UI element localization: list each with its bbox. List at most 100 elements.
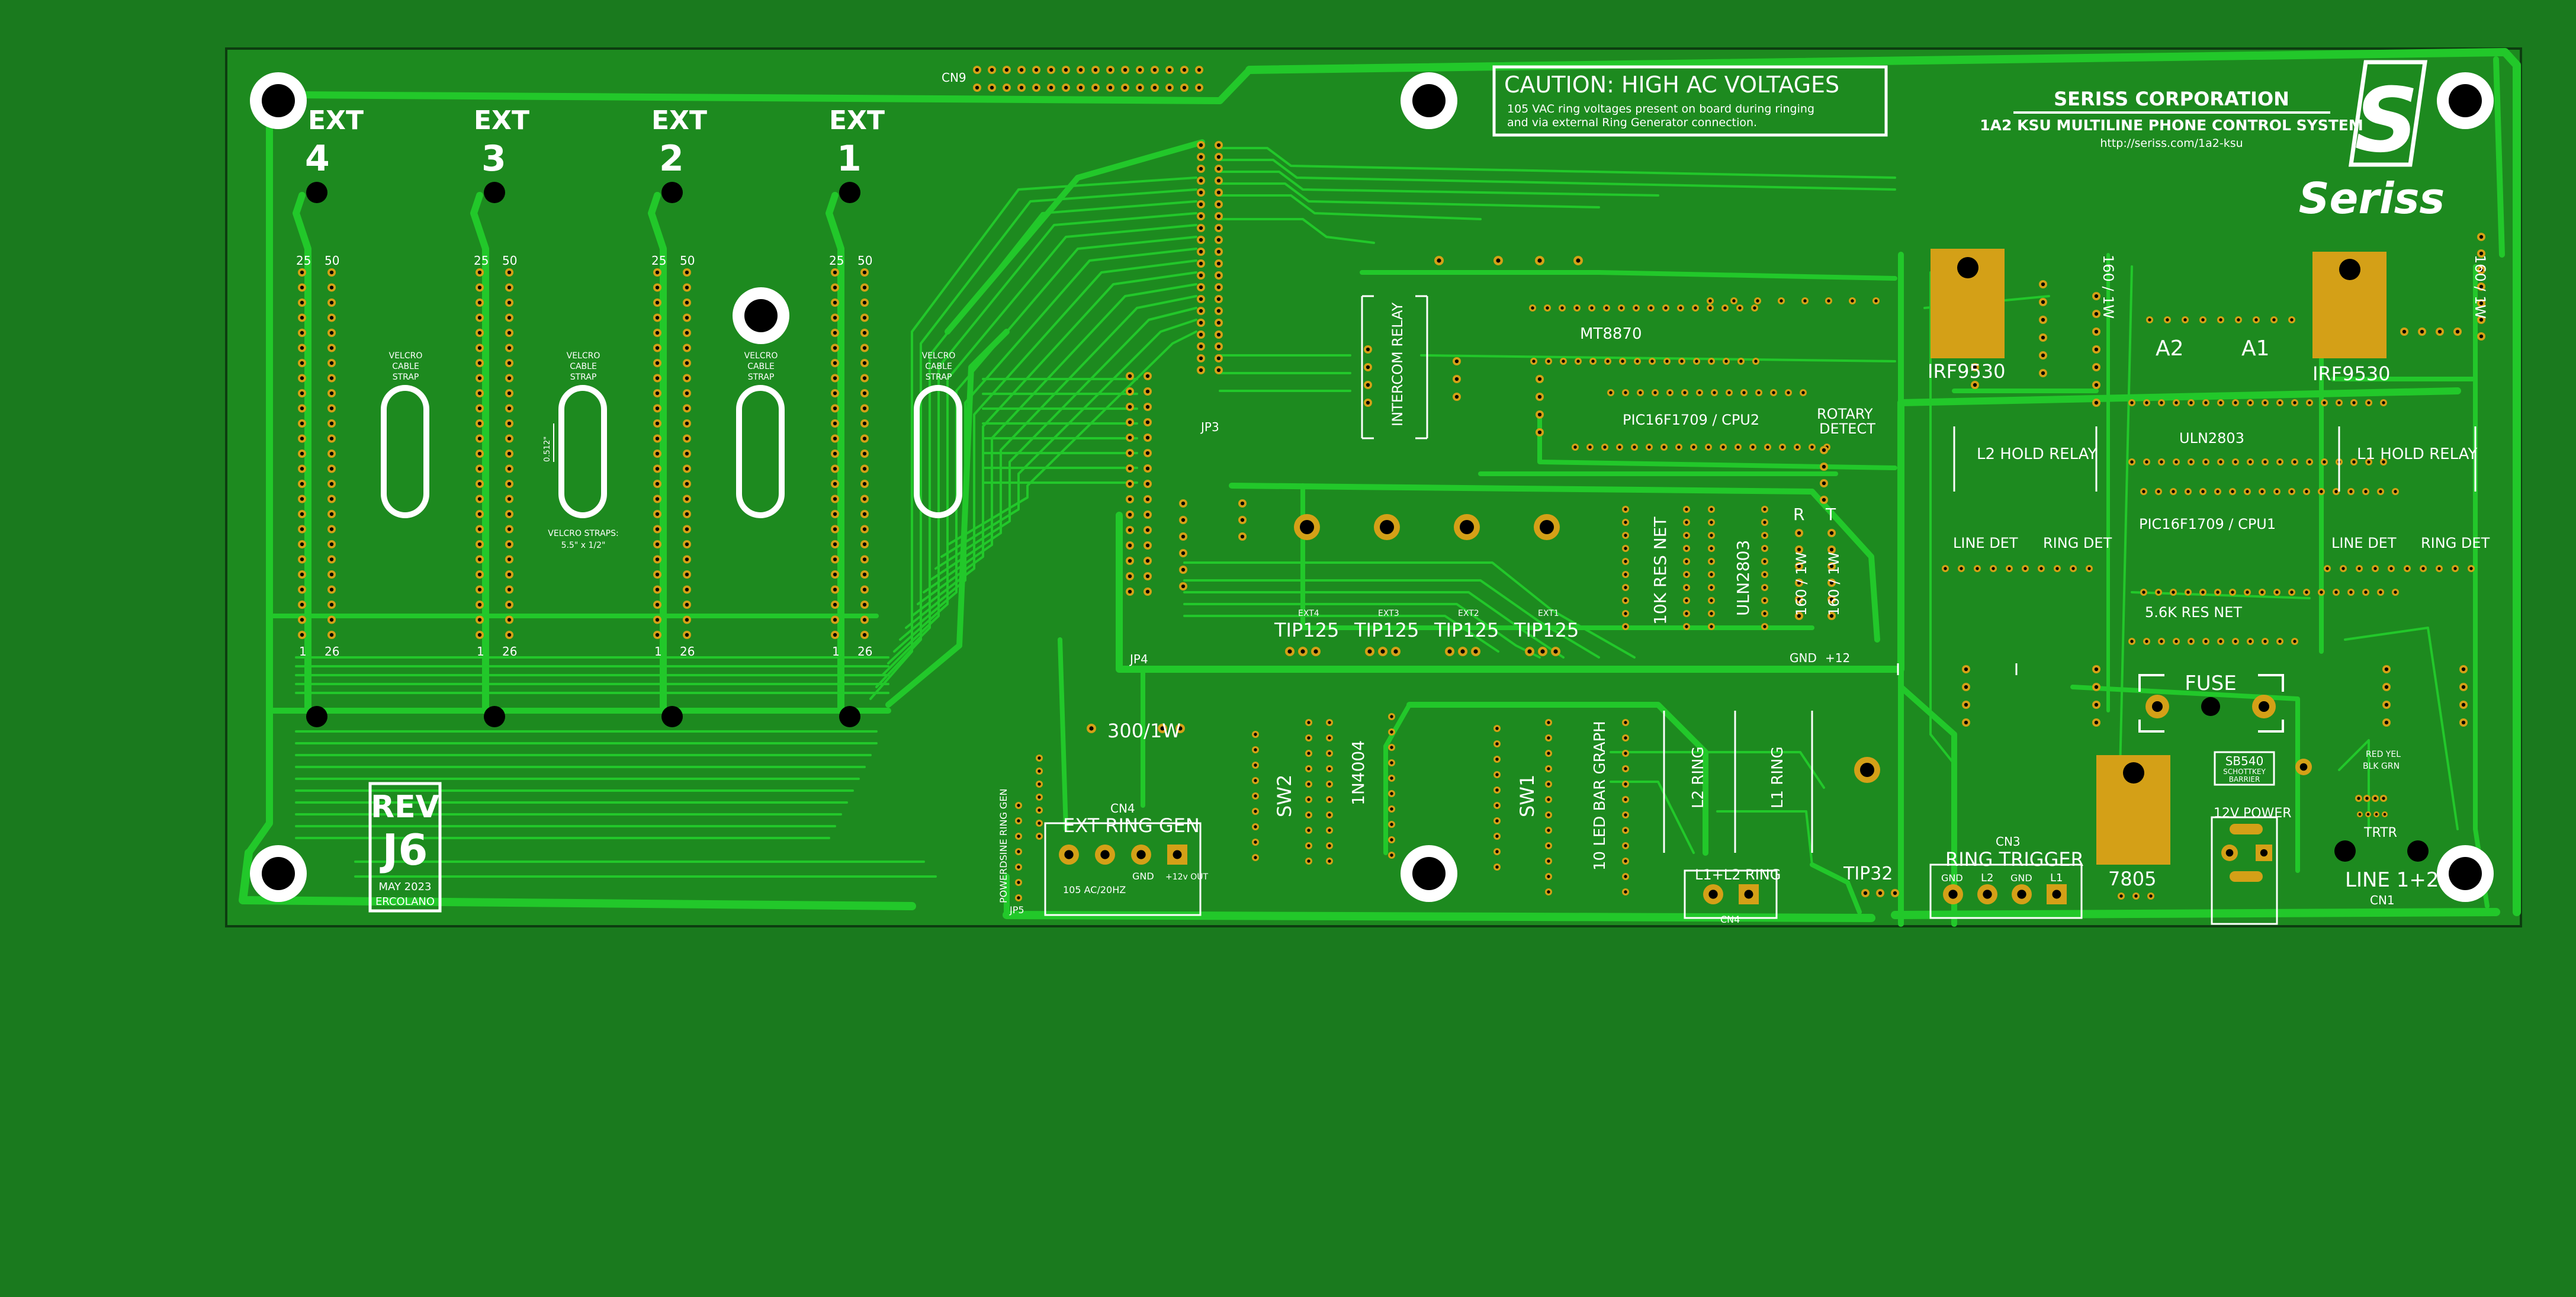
ring-det-right-label: RING DET: [2421, 535, 2490, 551]
rev-label: REV: [371, 789, 439, 825]
plus12-out-label: +12v OUT: [1165, 872, 1209, 882]
line-det-left-label: LINE DET: [1953, 535, 2018, 551]
cn4-label-2: CN4: [1720, 914, 1740, 925]
l1l2-ring-label: L1+L2 RING: [1695, 866, 1781, 883]
res-160-label-2: 160 / 1W: [2472, 255, 2488, 319]
caution-line2: and via external Ring Generator connecti…: [1507, 116, 1757, 129]
ac-20hz-label: 105 AC/20HZ: [1063, 884, 1126, 895]
rt-gnd-1: GND: [1941, 872, 1963, 884]
velcro-note-2: 5.5" x 1/2": [561, 541, 606, 550]
r-label: R: [1793, 505, 1804, 524]
caution-title: CAUTION: HIGH AC VOLTAGES: [1504, 72, 1839, 98]
cn3-label: CN3: [1996, 834, 2021, 849]
ext3-label: EXT: [474, 105, 529, 136]
velcro-label-3c: STRAP: [748, 373, 775, 382]
ext4-small-label: EXT4: [1298, 609, 1319, 618]
ext1-pin25: 25: [829, 253, 844, 268]
line-12-label: LINE 1+2: [2345, 868, 2439, 892]
res-300-label: 300/1W: [1107, 720, 1181, 742]
jp3-header: [1197, 141, 1223, 374]
blk-grn-label: BLK GRN: [2363, 762, 2400, 771]
rt-l2: L2: [1981, 872, 1993, 884]
res-160-label-1: 160 / 1W: [2100, 255, 2116, 319]
velcro-label-3a: VELCRO: [744, 351, 778, 361]
plus12-label-mid: +12: [1825, 651, 1850, 665]
ext1-pin1: 1: [832, 644, 840, 659]
ext3-pin25: 25: [474, 253, 489, 268]
velcro-label-4b: CABLE: [925, 362, 952, 371]
caution-line1: 105 VAC ring voltages present on board d…: [1507, 102, 1814, 115]
res-net-5-6k-label: 5.6K RES NET: [2145, 604, 2242, 621]
sw2-label: SW2: [1273, 775, 1296, 817]
tip125-label-2: TIP125: [1354, 619, 1419, 641]
trtr-label: TRTR: [2363, 826, 2397, 840]
irf9530-right-label: IRF9530: [2312, 362, 2391, 385]
sb540-box: [2214, 751, 2275, 786]
sw1-label: SW1: [1516, 775, 1538, 817]
led-bar-label: 10 LED BAR GRAPH: [1591, 721, 1609, 871]
velcro-label-2b: CABLE: [570, 362, 597, 371]
velcro-label-3b: CABLE: [747, 362, 775, 371]
ext4-pin1: 1: [299, 644, 307, 659]
ext2-pin50: 50: [680, 253, 695, 268]
sb540-label-2: SCHOTTKEY: [2223, 768, 2266, 776]
ext4-pin50: 50: [325, 253, 339, 268]
caution-box: [1492, 65, 1888, 137]
ext3-pin50: 50: [502, 253, 517, 268]
l2-ring-label: L2 RING: [1690, 746, 1707, 808]
a2-label: A2: [2156, 336, 2184, 361]
ext3-pin1: 1: [477, 644, 484, 659]
ext1-label: EXT: [829, 105, 885, 136]
tip32-label: TIP32: [1843, 863, 1893, 884]
silk-boxes: [368, 65, 2477, 925]
power-12v-label: 12V POWER: [2214, 806, 2292, 821]
power-pads: [1931, 249, 2387, 865]
barrel-jack-slot: [2230, 824, 2263, 834]
ext-holes: [306, 182, 2429, 862]
ext4-label: EXT: [308, 105, 364, 136]
ext4-number: 4: [305, 138, 330, 179]
velcro-label-1c: STRAP: [393, 373, 419, 382]
ext2-pin1: 1: [654, 644, 662, 659]
res-net-10k-label: 10K RES NET: [1650, 516, 1670, 625]
logo-letter: S: [2355, 69, 2418, 172]
rev-box: [368, 782, 442, 913]
t-label: T: [1825, 505, 1836, 524]
tip125-label-1: TIP125: [1274, 619, 1339, 641]
gnd-label-mid: GND: [1790, 651, 1817, 665]
ext2-pin25: 25: [651, 253, 666, 268]
ext3-pin26: 26: [502, 644, 517, 659]
cpu1-label: PIC16F1709 / CPU1: [2139, 516, 2276, 532]
velcro-label-4c: STRAP: [926, 373, 952, 382]
cn4-label: CN4: [1110, 801, 1135, 816]
jp3-label: JP3: [1200, 420, 1219, 434]
tip125-label-4: TIP125: [1514, 619, 1579, 641]
logo-text: Seriss: [2299, 174, 2445, 223]
ring-det-left-label: RING DET: [2043, 535, 2112, 551]
large-pads: [1294, 514, 2276, 783]
ext3-number: 3: [481, 138, 506, 179]
intercom-relay-label: INTERCOM RELAY: [1389, 302, 1406, 426]
l1-ring-label: L1 RING: [1769, 746, 1787, 808]
res-160-label-3: 160 / 1W: [1793, 552, 1810, 616]
l1l2-ring-box: [1684, 869, 1778, 919]
sb540-label-3: BARRIER: [2229, 775, 2260, 784]
uln2803-right-label: ULN2803: [2179, 430, 2244, 447]
ext-ring-gen-label: EXT RING GEN: [1063, 814, 1200, 837]
velcro-slots: [381, 385, 962, 518]
ext1-pin26: 26: [857, 644, 872, 659]
velcro-label-2a: VELCRO: [567, 351, 600, 361]
company-product: 1A2 KSU MULTILINE PHONE CONTROL SYSTEM: [1980, 117, 2363, 134]
jp5-label: JP5: [1009, 904, 1024, 916]
jp4-label: JP4: [1129, 652, 1148, 666]
l2-hold-relay-label: L2 HOLD RELAY: [1977, 445, 2097, 463]
ext1-number: 1: [837, 138, 862, 179]
rev-author: ERCOLANO: [375, 895, 435, 908]
velcro-label-2c: STRAP: [570, 373, 597, 382]
component-pads: [1015, 233, 2485, 901]
mt8870-label: MT8870: [1580, 325, 1642, 343]
ext-headers: [298, 268, 869, 639]
velcro-label-1b: CABLE: [392, 362, 419, 371]
cn9-header: [973, 66, 1203, 92]
